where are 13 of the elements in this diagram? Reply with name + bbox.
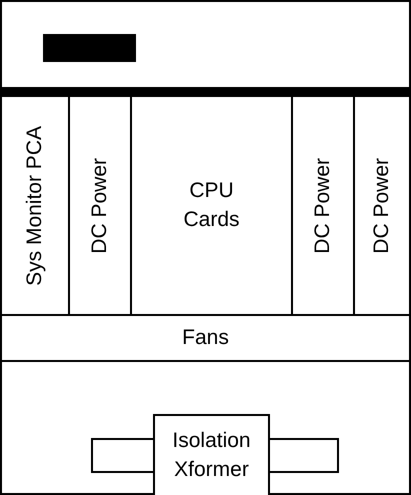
fan-label: Fans (182, 324, 229, 351)
mounting-bracket (268, 438, 339, 473)
slot-label: CPU Cards (182, 178, 241, 232)
slot-label: DC Power (310, 158, 335, 254)
slot-label: Sys Monitor PCA (22, 126, 47, 286)
transformer-label: Isolation Xformer (171, 428, 252, 482)
display-bar (43, 34, 136, 62)
transformer-box (153, 414, 270, 495)
slot-label: DC Power (368, 158, 394, 254)
top-panel (0, 0, 411, 97)
lower-bay (0, 360, 411, 495)
slot-label: DC Power (86, 158, 112, 254)
fan-tray (0, 314, 411, 362)
